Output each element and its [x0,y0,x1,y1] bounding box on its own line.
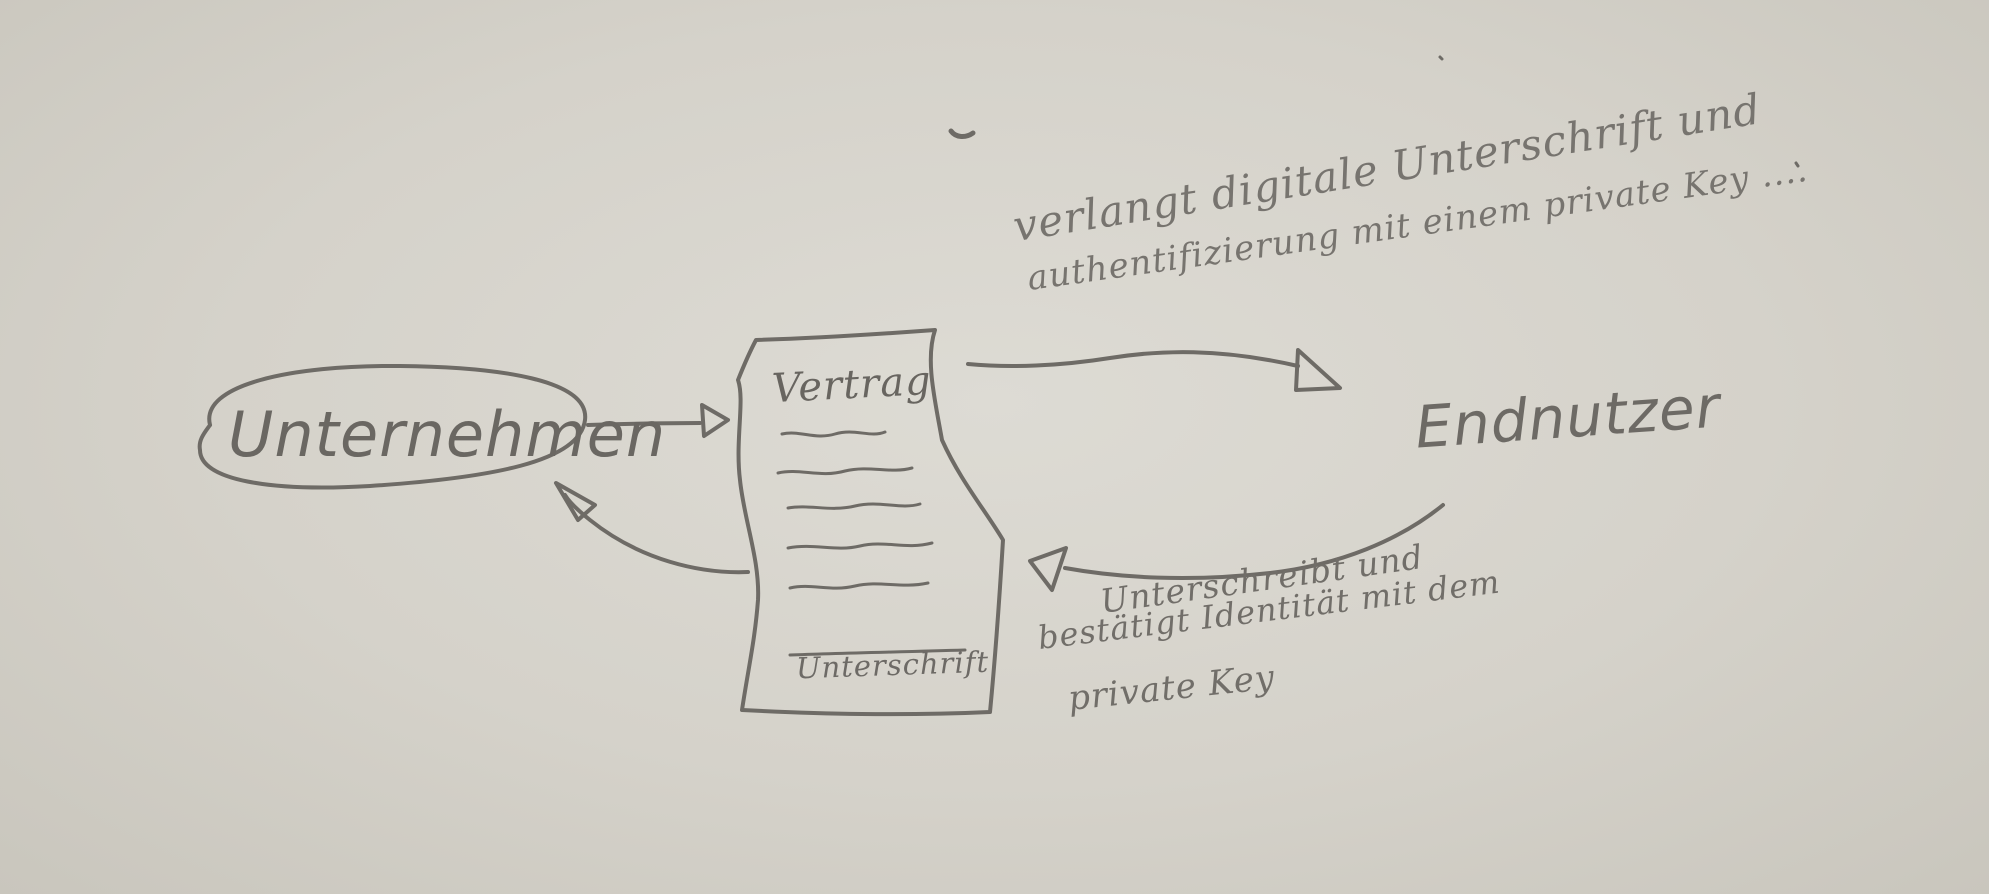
signature-underline [788,648,967,657]
contract-title: Vertrag [770,357,933,413]
contract-text-line-5 [788,581,930,590]
company-to-contract-arrow [586,421,702,427]
pencil-dot-right [1794,161,1800,168]
company-ellipse [197,363,588,490]
contract-document [736,328,1005,717]
company-to-contract-arrowhead [700,403,730,438]
contract-text-line-4 [786,541,934,550]
signature-label: Unterschrift [795,644,990,686]
contract-to-company-arrowhead [554,481,597,522]
pencil-dot-far [1438,55,1444,61]
company-label: Unternehmen [228,398,667,471]
contract-text-line-2 [776,466,914,476]
contract-text-line-1 [780,430,887,438]
user-to-contract-arrow [1063,503,1445,581]
contract-to-user-arrow [966,350,1300,368]
user-to-contract-arrowhead [1028,546,1068,592]
contract-text-line-3 [786,502,922,510]
pencil-dot-top [948,128,976,139]
contract-to-company-arrow [563,493,750,575]
contract-to-user-arrowhead [1294,348,1342,392]
